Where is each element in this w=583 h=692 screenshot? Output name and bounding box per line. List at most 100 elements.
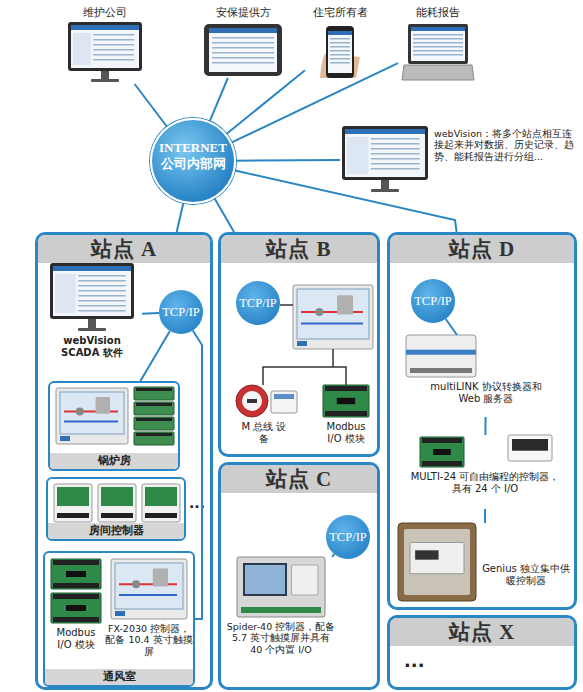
illustration-part bbox=[115, 611, 125, 616]
illustration-part bbox=[410, 368, 472, 373]
illustration-part bbox=[212, 62, 274, 64]
illustration-part bbox=[342, 126, 428, 180]
illustration-part bbox=[212, 47, 274, 49]
illustration-part bbox=[433, 449, 451, 455]
node-label: MULTI-24 可自由编程的控制器，具有 24 个 I/O bbox=[410, 471, 560, 495]
equipment-node: Modbus I/O 模块 bbox=[47, 557, 105, 667]
network-link bbox=[140, 331, 169, 381]
illustration-part bbox=[371, 143, 420, 145]
network-link bbox=[446, 319, 457, 335]
illustration-part bbox=[413, 38, 463, 40]
illustration-part bbox=[422, 461, 462, 466]
illustration-part bbox=[245, 565, 285, 594]
illustration-part bbox=[297, 289, 369, 339]
room-box: 房间控制器 bbox=[46, 477, 186, 541]
site-title: 站点 B bbox=[221, 235, 377, 263]
illustration-part bbox=[134, 432, 174, 445]
illustration-part bbox=[212, 42, 274, 44]
illustration-part bbox=[330, 46, 350, 48]
illustration-part bbox=[247, 399, 257, 403]
tcp-circle: TCP/IP bbox=[236, 281, 280, 325]
illustration-part bbox=[381, 180, 389, 189]
illustration-part bbox=[78, 280, 126, 282]
illustration-part bbox=[136, 433, 172, 436]
illustration-part bbox=[330, 50, 350, 52]
illustration-part bbox=[242, 391, 262, 411]
illustration-part bbox=[330, 62, 350, 64]
equipment-node: M 总线 设备 bbox=[227, 383, 301, 453]
illustration-part bbox=[236, 385, 268, 417]
illustration-part bbox=[54, 484, 92, 522]
illustration-part bbox=[326, 26, 354, 78]
illustration-part bbox=[325, 411, 367, 416]
equipment-node: multiLINK 协议转换器和 Web 服务器 bbox=[398, 335, 574, 417]
device-node: 维护公司 bbox=[62, 6, 148, 84]
illustration-part bbox=[101, 71, 109, 79]
node-label: Spider-40 控制器，配备 5.7 英寸触摸屏并具有 40 个内置 I/O bbox=[225, 621, 337, 655]
illustration-part bbox=[328, 31, 352, 35]
illustration-part bbox=[115, 563, 183, 609]
illustration-part bbox=[53, 583, 99, 588]
illustration-part bbox=[93, 59, 134, 61]
tcp-circle: TCP/IP bbox=[159, 290, 203, 334]
illustration-part bbox=[301, 322, 363, 324]
illustration-part bbox=[371, 168, 420, 170]
room-box: 锅炉房 bbox=[48, 381, 180, 471]
node-label: Modbus I/O 模块 bbox=[322, 421, 370, 445]
illustration-part bbox=[330, 58, 350, 60]
illustration-part bbox=[413, 34, 463, 36]
illustration-part bbox=[101, 487, 133, 506]
illustration-part bbox=[55, 274, 76, 313]
illustration-part bbox=[293, 285, 373, 349]
illustration-part bbox=[212, 52, 274, 54]
node-label: M 总线 设备 bbox=[239, 421, 289, 445]
software-node: webVision SCADA 软件 bbox=[42, 263, 142, 369]
illustration-part bbox=[136, 418, 172, 421]
network-link bbox=[332, 554, 334, 557]
illustration-part bbox=[508, 435, 552, 461]
illustration-part bbox=[398, 523, 476, 601]
network-link bbox=[236, 159, 340, 162]
illustration-part bbox=[337, 398, 355, 404]
device-node: 安保提供方 bbox=[198, 6, 288, 78]
device-illustration bbox=[398, 335, 574, 417]
node-label: 能耗报告 bbox=[398, 6, 478, 19]
illustration-part bbox=[73, 33, 91, 65]
illustration-part bbox=[71, 25, 139, 30]
illustration-part bbox=[119, 594, 177, 596]
illustration-part bbox=[411, 27, 465, 61]
site-panel: 站点 X... bbox=[387, 615, 577, 690]
device-node: 能耗报告 bbox=[398, 6, 478, 82]
illustration-part bbox=[411, 27, 465, 31]
illustration-part bbox=[145, 513, 177, 518]
illustration-part bbox=[68, 22, 142, 71]
illustration-part bbox=[301, 311, 363, 313]
node-label: webVision：将多个站点相互连接起来并对数据、历史记录、趋势、能耗报告进行… bbox=[434, 128, 576, 162]
node-label: multiLINK 协议转换器和 Web 服务器 bbox=[421, 381, 551, 405]
illustration-part bbox=[404, 529, 470, 595]
network-link bbox=[177, 203, 184, 232]
illustration-part bbox=[263, 305, 346, 385]
node-label: 住宅所有者 bbox=[305, 6, 375, 19]
illustration-part bbox=[93, 34, 134, 36]
illustration-part bbox=[98, 484, 136, 522]
illustration-part bbox=[371, 153, 420, 155]
illustration-part bbox=[330, 38, 350, 40]
illustration-part bbox=[93, 54, 134, 56]
illustration-part bbox=[237, 557, 325, 617]
node-label: FX-2030 控制器，配备 10.4 英寸触摸屏 bbox=[105, 623, 193, 657]
site-panel: 站点 B TCP/IP M 总线 设备 Modbus I/O 模块 bbox=[218, 232, 380, 457]
illustration-part bbox=[413, 54, 463, 56]
illustration-part bbox=[51, 559, 101, 589]
illustration-part bbox=[145, 487, 177, 506]
illustration-part bbox=[93, 39, 134, 41]
illustration-part bbox=[60, 436, 70, 441]
illustration-part bbox=[422, 438, 462, 443]
illustration-part bbox=[153, 569, 168, 587]
node-label: 安保提供方 bbox=[198, 6, 288, 19]
equipment-node: Spider-40 控制器，配备 5.7 英寸触摸屏并具有 40 个内置 I/O bbox=[225, 557, 337, 685]
illustration-part bbox=[56, 388, 128, 444]
room-label: 锅炉房 bbox=[50, 453, 178, 469]
network-link bbox=[484, 417, 486, 435]
